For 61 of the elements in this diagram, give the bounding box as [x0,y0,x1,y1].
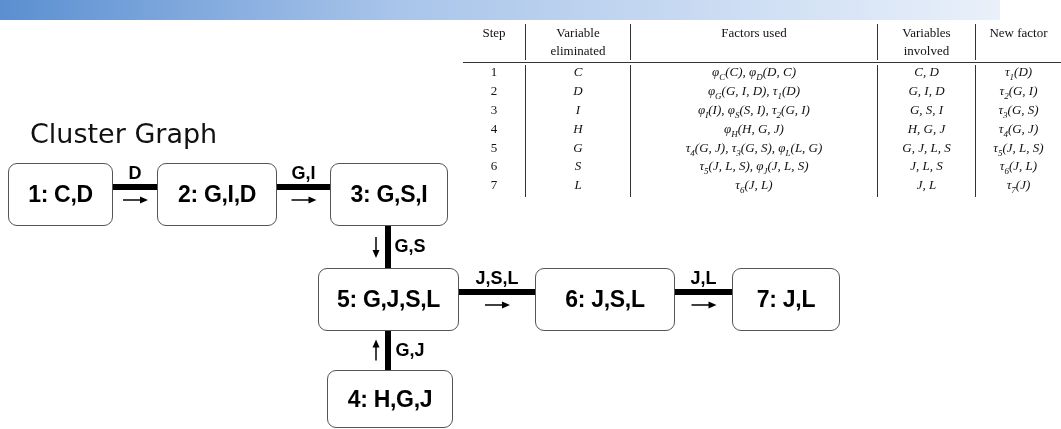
column-header: Step [481,24,507,42]
eliminated-variable: G [525,140,630,160]
new-factor: τ$_{2}$(G, I) [975,83,1061,103]
edge-label: D [128,163,142,184]
variable-list: J, L, S [877,159,975,179]
new-factor: τ$_{1}$(D) [975,65,1061,84]
cluster-box [157,163,277,226]
factor-list: τ$_{6}$(J, L) [630,178,877,198]
variable-list: H, G, J [877,121,975,141]
step-number: 6 [489,159,499,176]
edge-label: J,L [690,268,717,289]
cluster-box [327,370,453,428]
column-header: Variable eliminated [525,24,630,60]
new-factor: τ$_{3}$(G, S) [975,102,1061,122]
cluster-box [535,268,675,331]
cluster-label: 6: J,S,L [565,286,645,313]
cluster-label: 5: G,J,S,L [336,286,441,313]
cluster-label: 2: G,I,D [177,181,257,208]
step-number: 5 [489,140,499,157]
step-number: 1 [489,65,499,81]
eliminated-variable: D [525,83,630,103]
variable-list: J, L [877,178,975,198]
edge-label: G,J [395,339,425,361]
eliminated-variable: H [525,121,630,141]
factor-list: τ$_{4}$(G, J), τ$_{3}$(G, S), φ$_{L}$(L, G) [630,140,877,160]
column-header: Factors used [630,24,877,60]
variable-list: C, D [877,65,975,84]
step-number: 7 [489,178,499,195]
new-factor: τ$_{4}$(G, J) [975,121,1061,141]
eliminated-variable: L [525,178,630,198]
cluster-label: 4: H,G,J [347,385,433,413]
step-number: 3 [489,102,499,119]
cluster-box [318,268,459,331]
factor-list: τ$_{5}$(J, L, S), φ$_{J}$(J, L, S) [630,159,877,179]
graph-title: Cluster Graph [30,118,218,149]
variable-list: G, I, D [877,83,975,103]
edge-label: G,I [291,163,316,184]
factor-list: φ$_{C}$(C), φ$_{D}$(D, C) [630,65,877,84]
new-factor: τ$_{7}$(J) [975,178,1061,198]
edge-label: G,S [394,236,426,257]
eliminated-variable: C [525,65,630,84]
cluster-label: 7: J,L [756,286,816,313]
cluster-box [330,163,448,226]
cluster-box [8,163,113,226]
new-factor: τ$_{5}$(J, L, S) [975,140,1061,160]
edge-label: J,S,L [475,268,519,289]
cluster-label: 3: G,S,I [350,181,428,208]
new-factor: τ$_{6}$(J, L) [975,159,1061,179]
eliminated-variable: S [525,159,630,179]
column-header: New factor [975,24,1061,60]
variable-list: G, S, I [877,102,975,122]
step-number: 4 [489,121,499,138]
factor-list: φ$_{I}$(I), φ$_{S}$(S, I), τ$_{2}$(G, I) [630,102,877,122]
cluster-box [732,268,840,331]
column-header: Variables involved [877,24,975,60]
cluster-label: 1: C,D [28,181,93,208]
step-number: 2 [489,83,499,100]
eliminated-variable: I [525,102,630,122]
factor-list: φ$_{H}$(H, G, J) [630,121,877,141]
variable-list: G, J, L, S [877,140,975,160]
factor-list: φ$_{G}$(G, I, D), τ$_{1}$(D) [630,83,877,103]
